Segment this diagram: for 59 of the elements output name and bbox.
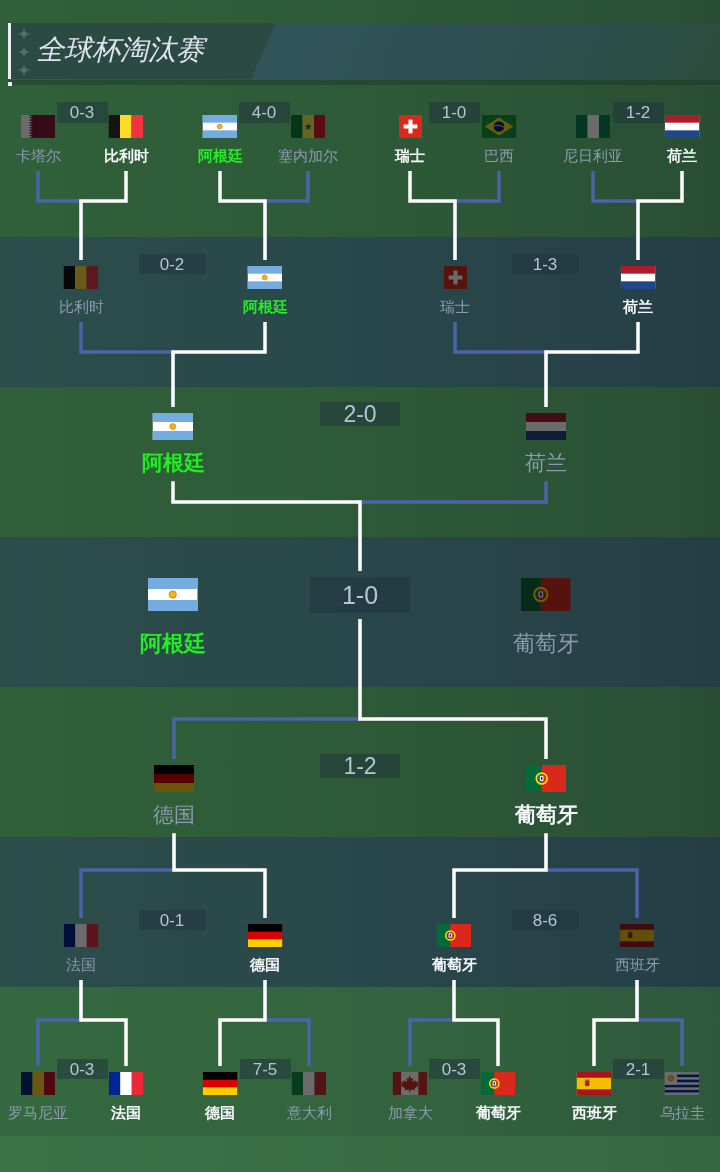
- team-name: 西班牙: [571, 1104, 617, 1122]
- bracket-line: [171, 322, 267, 407]
- bracket-line: [452, 833, 548, 918]
- score-box: 4-0: [238, 102, 290, 123]
- team-name: 德国: [153, 802, 195, 828]
- bracket-line: [452, 980, 500, 1066]
- score-box: 0-2: [138, 254, 206, 274]
- bracket-line: [408, 171, 457, 260]
- team-name: 西班牙: [614, 956, 660, 974]
- score-box: 2-1: [612, 1059, 664, 1079]
- team-name: 荷兰: [623, 298, 653, 316]
- team-name: 葡萄牙: [431, 956, 477, 974]
- bracket-line: [636, 171, 684, 260]
- team-name: 荷兰: [667, 147, 697, 165]
- team-name: 葡萄牙: [475, 1104, 521, 1122]
- team-name: 阿根廷: [141, 450, 205, 476]
- score-box: 7-5: [239, 1059, 291, 1079]
- bracket-line: [592, 980, 639, 1066]
- score-box: 1-2: [320, 754, 400, 778]
- score-box: 0-3: [56, 102, 108, 123]
- score-box: 0-3: [56, 1059, 108, 1079]
- team-name: 比利时: [58, 298, 104, 316]
- score-box: 0-1: [138, 910, 206, 930]
- team-name: 法国: [111, 1104, 141, 1122]
- team-name: 瑞士: [440, 298, 470, 316]
- team-name: 阿根廷: [140, 631, 206, 658]
- score-box: 1-3: [511, 254, 579, 274]
- bracket-line: [218, 980, 267, 1066]
- bracket-line: [218, 171, 267, 260]
- team-name: 阿根廷: [242, 298, 288, 316]
- bracket-line: [358, 619, 548, 759]
- bracket-line: [172, 833, 267, 918]
- team-name: 德国: [205, 1104, 235, 1122]
- team-name: 意大利: [286, 1104, 332, 1122]
- score-box: 0-3: [428, 1059, 480, 1079]
- team-name: 比利时: [103, 147, 149, 165]
- team-name: 阿根廷: [197, 147, 243, 165]
- team-name: 塞内加尔: [278, 147, 338, 165]
- team-name: 卡塔尔: [15, 147, 61, 165]
- score-box: 1-0: [428, 102, 480, 123]
- team-name: 尼日利亚: [563, 147, 623, 165]
- score-box: 1-2: [612, 102, 664, 123]
- team-name: 乌拉圭: [659, 1104, 705, 1122]
- team-name: 法国: [66, 956, 96, 974]
- score-box: 1-0: [310, 577, 410, 613]
- team-name: 葡萄牙: [514, 802, 578, 828]
- team-name: 葡萄牙: [513, 631, 579, 658]
- team-name: 荷兰: [525, 450, 567, 476]
- team-name: 罗马尼亚: [8, 1104, 68, 1122]
- score-box: 2-0: [320, 402, 400, 426]
- team-name: 巴西: [484, 147, 514, 165]
- bracket-line: [79, 171, 128, 260]
- bracket-line: [79, 980, 128, 1066]
- bracket-line: [544, 322, 640, 407]
- team-name: 瑞士: [395, 147, 425, 165]
- score-box: 8-6: [511, 910, 579, 930]
- bracket-line: [171, 481, 362, 571]
- team-name: 加拿大: [387, 1104, 433, 1122]
- team-name: 德国: [250, 956, 280, 974]
